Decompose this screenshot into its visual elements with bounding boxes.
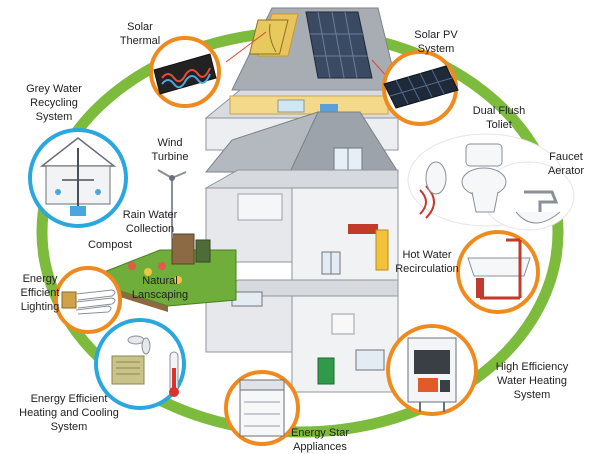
- grey-water-circle: [28, 128, 128, 228]
- label-dual-flush: Dual Flush Toliet: [472, 105, 526, 131]
- solar-thermal-circle: [149, 31, 267, 108]
- house-roof: [231, 7, 399, 91]
- label-water-heating: High Efficiency Water Heating System: [495, 361, 569, 401]
- label-rain-water: Rain Water Collection: [122, 209, 178, 235]
- ground-floor: [205, 279, 399, 393]
- water-heater-icon: [407, 337, 457, 412]
- label-faucet: Faucet Aerator: [547, 151, 585, 177]
- bathtub-pipe-icon: [467, 238, 531, 300]
- appliances-circle: [224, 370, 300, 446]
- label-heating-cooling: Energy Efficient Heating and Cooling Sys…: [19, 393, 119, 433]
- hvac-thermometer-icon: [111, 335, 179, 397]
- label-lighting: Energy Efficient Lighting: [20, 273, 60, 313]
- second-floor: [204, 169, 399, 281]
- heating-cooling-circle: [94, 318, 186, 410]
- upper-roof: [204, 111, 399, 173]
- label-landscaping: Natural Lanscaping: [131, 275, 189, 301]
- dishwasher-icon: [239, 379, 285, 437]
- label-grey-water: Grey Water Recycling System: [26, 83, 82, 123]
- hot-water-circle: [456, 230, 540, 314]
- faucet-icon: [515, 190, 561, 224]
- label-solar-pv: Solar PV System: [414, 29, 458, 55]
- exploded-house: [103, 7, 399, 393]
- solar-thermal-collector-icon: [153, 53, 217, 95]
- cfl-bulb-icon: [61, 289, 116, 315]
- wind-turbine-icon: [157, 169, 187, 238]
- grey-water-house-icon: [39, 137, 117, 216]
- toilet-icon: [461, 143, 507, 213]
- sensor-wave-icon: [419, 161, 447, 219]
- solar-panel-icon: [383, 65, 459, 109]
- lighting-circle: [54, 266, 122, 334]
- label-solar-thermal: Solar Thermal: [119, 21, 161, 47]
- label-compost: Compost: [88, 239, 133, 251]
- solar-pv-circle: [371, 50, 459, 126]
- label-wind-turbine: Wind Turbine: [151, 137, 189, 163]
- water-heating-circle: [386, 324, 478, 416]
- roof-solar-thermal-icon: [248, 19, 289, 55]
- plumbing-cloud: [407, 133, 575, 231]
- roof-solar-pv-icon: [305, 11, 373, 79]
- label-hot-water: Hot Water Recirculation: [395, 249, 459, 275]
